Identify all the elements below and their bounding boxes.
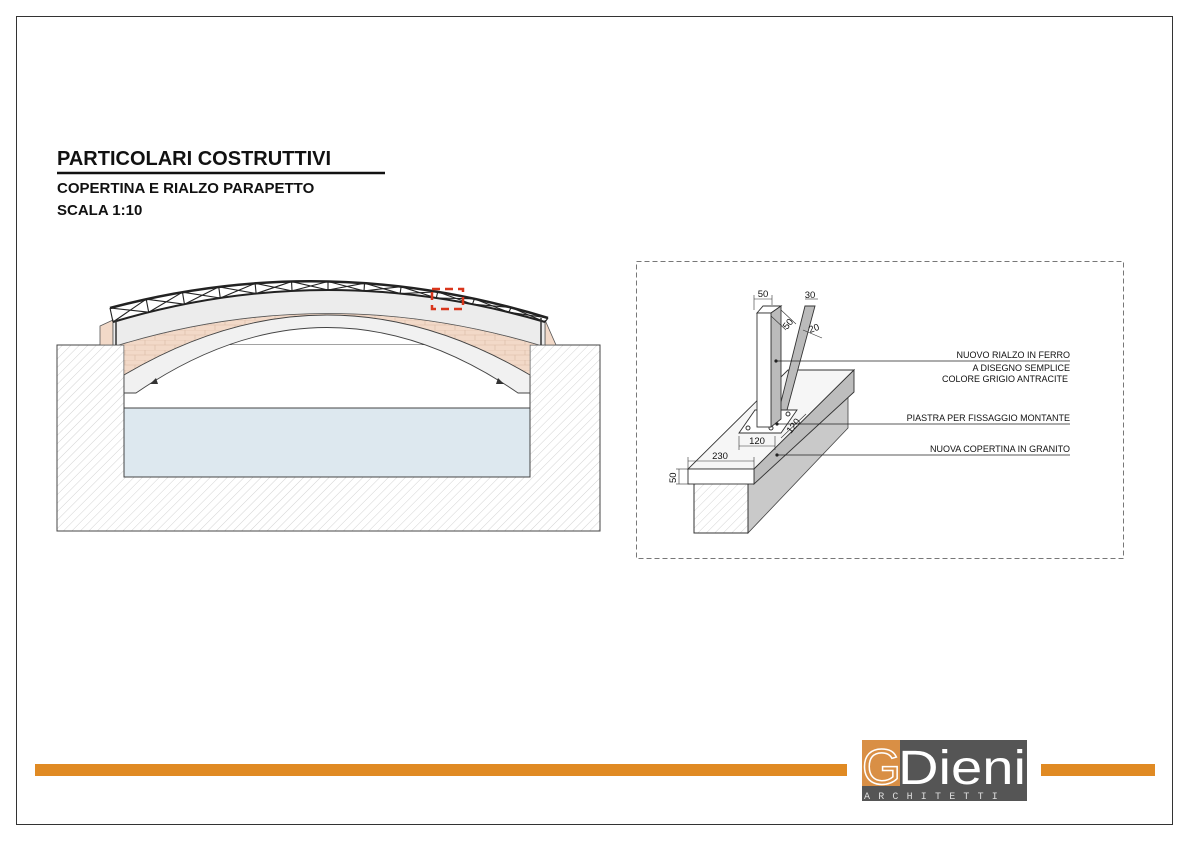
left-abutment	[99, 319, 114, 346]
detail-frame	[636, 261, 1124, 559]
truss-member	[399, 286, 402, 294]
truss-member	[112, 298, 147, 323]
footer-bar-left	[35, 764, 847, 776]
logo-letter: G	[862, 739, 901, 795]
truss-member	[148, 291, 183, 313]
truss-member	[471, 298, 475, 305]
sheet-border	[16, 16, 1173, 825]
dim-cap-height: 50	[668, 472, 679, 483]
detail-callout-marker	[430, 287, 465, 311]
label-copertina: NUOVA COPERTINA IN GRANITO	[930, 444, 1070, 454]
dim-post-width: 50	[758, 289, 769, 300]
truss-member	[363, 286, 402, 292]
scale-label: SCALA 1:10	[57, 202, 142, 219]
truss-member	[218, 286, 221, 299]
truss-member	[184, 286, 219, 305]
wall-section	[693, 475, 749, 534]
truss-member	[508, 307, 512, 313]
truss-member	[472, 303, 512, 309]
coping-front	[687, 468, 755, 485]
truss-member	[254, 283, 257, 294]
railing-truss	[109, 280, 549, 323]
truss-member	[544, 317, 549, 323]
truss-member	[435, 291, 439, 299]
bridge-elevation	[56, 280, 601, 532]
page-subtitle: COPERTINA E RIALZO PARAPETTO	[57, 180, 315, 197]
river-water	[123, 407, 531, 478]
label-piastra: PIASTRA PER FISSAGGIO MONTANTE	[907, 413, 1070, 423]
truss-member	[255, 281, 292, 295]
truss-member	[436, 297, 475, 300]
truss-member	[508, 311, 549, 319]
label-rialzo-line3: COLORE GRIGIO ANTRACITE	[942, 374, 1068, 384]
truss-member	[145, 299, 150, 313]
footer-bar-right	[1041, 764, 1155, 776]
logo-tagline: ARCHITETTI	[864, 792, 1006, 803]
arch-ring	[123, 314, 531, 394]
truss-member	[220, 282, 256, 299]
dim-brace-width: 30	[805, 290, 816, 301]
truss-member	[181, 292, 185, 305]
truss-member	[327, 282, 365, 291]
truss-member	[290, 281, 293, 291]
page-title: PARTICOLARI COSTRUTTIVI	[57, 148, 331, 170]
truss-member	[109, 307, 114, 323]
company-logo: G Dieni ARCHITETTI	[861, 738, 1027, 803]
label-rialzo-line2: A DISEGNO SEMPLICE	[972, 363, 1070, 373]
dim-post-depth: 50	[781, 317, 796, 332]
truss-member	[363, 283, 366, 291]
diagonal-brace	[778, 305, 816, 411]
iron-post	[756, 312, 772, 428]
label-rialzo-line1: NUOVO RIALZO IN FERRO	[956, 350, 1070, 360]
truss-member	[291, 280, 329, 292]
logo-name: Dieni	[898, 742, 1026, 795]
right-abutment	[544, 319, 557, 346]
dim-cap-width: 230	[712, 451, 728, 462]
parapet-detail: 50 30 50 20 120 120 230 50 NUOVO RIALZO …	[636, 261, 1124, 559]
dim-plate-width: 120	[749, 436, 765, 447]
dim-brace-depth: 20	[807, 322, 821, 336]
